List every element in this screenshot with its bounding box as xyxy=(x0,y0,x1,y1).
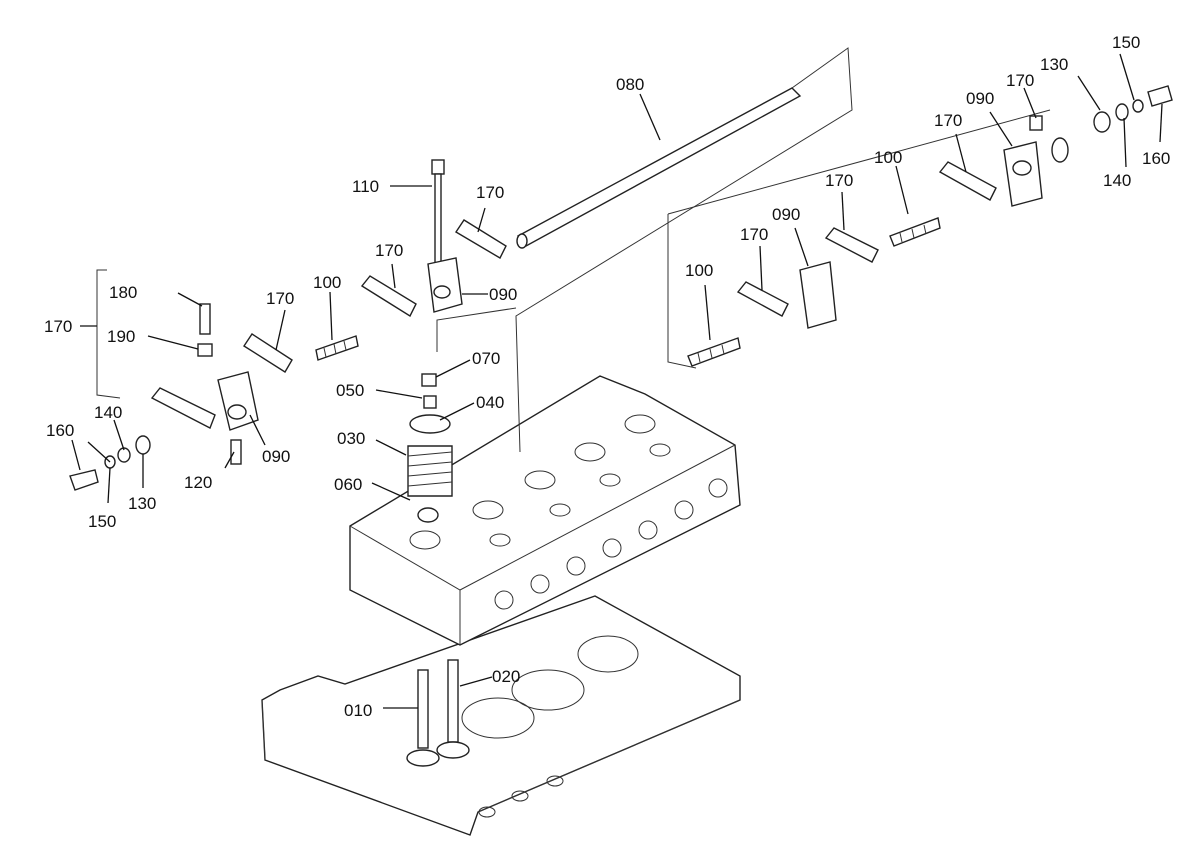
callout-100-right-upper: 100 xyxy=(874,148,902,167)
cylinder-block xyxy=(261,595,741,836)
callout-050: 050 xyxy=(336,381,364,400)
callout-170-right-1: 170 xyxy=(740,225,768,244)
intake-valve xyxy=(406,669,440,767)
callout-020: 020 xyxy=(492,667,520,686)
rocker-shaft xyxy=(436,47,1051,453)
right-rocker-assembly xyxy=(687,85,1173,367)
callout-160-right: 160 xyxy=(1142,149,1170,168)
callout-090-left: 090 xyxy=(262,447,290,466)
callout-120: 120 xyxy=(184,473,212,492)
callout-170-right-3: 170 xyxy=(934,111,962,130)
callout-070: 070 xyxy=(472,349,500,368)
callout-140-right: 140 xyxy=(1103,171,1131,190)
callout-190: 190 xyxy=(107,327,135,346)
callout-150-left: 150 xyxy=(88,512,116,531)
callout-180: 180 xyxy=(109,283,137,302)
callout-130-left: 130 xyxy=(128,494,156,513)
callout-170-right-2: 170 xyxy=(825,171,853,190)
callout-090-right-2: 090 xyxy=(966,89,994,108)
callout-130-right: 130 xyxy=(1040,55,1068,74)
callout-090-right-1: 090 xyxy=(772,205,800,224)
callout-040: 040 xyxy=(476,393,504,412)
callout-150-right: 150 xyxy=(1112,33,1140,52)
callout-170-mid-upper: 170 xyxy=(375,241,403,260)
callout-170-right-clip: 170 xyxy=(1006,71,1034,90)
callout-090-upper: 090 xyxy=(489,285,517,304)
leader-lines xyxy=(71,53,1163,709)
callout-140-left: 140 xyxy=(94,403,122,422)
rocker-bolt xyxy=(431,159,445,275)
callout-110: 110 xyxy=(352,177,379,196)
callout-030: 030 xyxy=(337,429,365,448)
callout-160-left: 160 xyxy=(46,421,74,440)
cylinder-head xyxy=(349,375,741,646)
callout-170-bracket: 170 xyxy=(44,317,72,336)
callout-170-top: 170 xyxy=(476,183,504,202)
callout-080: 080 xyxy=(616,75,644,94)
callout-100-left: 100 xyxy=(313,273,341,292)
callout-170-mid: 170 xyxy=(266,289,294,308)
callout-labels: 010 020 030 040 050 060 070 080 110 170 … xyxy=(44,33,1170,720)
callout-010: 010 xyxy=(344,701,372,720)
valve-spring-stack xyxy=(407,373,453,523)
left-rocker-assembly xyxy=(69,219,507,491)
callout-060: 060 xyxy=(334,475,362,494)
callout-100-right-lower: 100 xyxy=(685,261,713,280)
exhaust-valve xyxy=(436,659,470,759)
